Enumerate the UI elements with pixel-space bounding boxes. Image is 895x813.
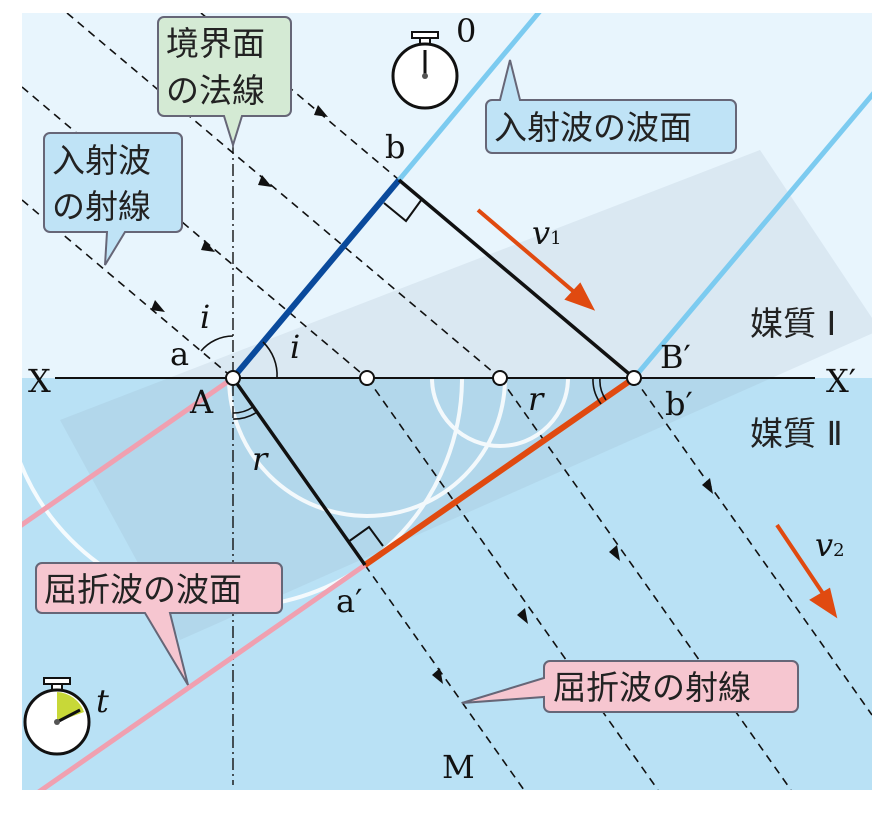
angle-label-i-front: i [290,328,300,366]
segment-bB [397,178,636,380]
angle-label-r-front: r [528,380,545,418]
incident-wavefront-at-B [632,91,872,380]
label-b: b [385,128,405,166]
refracted-wavefront-lower [37,562,367,790]
watermark [60,150,872,640]
label-X-prime: X′ [826,362,856,400]
svg-text:入射波の波面: 入射波の波面 [494,108,692,147]
incident-wavefront-upper [397,13,542,182]
angle-label-i-normal: i [200,298,210,336]
label-medium-2: 媒質 Ⅱ [750,414,843,453]
right-angle-mark-a [347,525,384,547]
velocity-arrow-v2 [775,523,828,600]
callout-refracted-wavefront: 屈折波の波面 [35,562,283,686]
angle-label-r-normal: r [252,440,269,478]
svg-text:境界面: 境界面 [166,24,265,63]
label-b-prime: b′ [665,385,693,423]
svg-text:入射波: 入射波 [52,141,151,180]
stopwatch-end-label: t [96,682,109,720]
callout-incident-wavefront: 入射波の波面 [485,59,737,154]
label-B-prime: B′ [660,338,691,376]
refracted-rays [364,377,872,790]
callout-refracted-ray: 屈折波の射線 [461,660,799,713]
velocity-arrow-v1 [476,208,582,299]
label-v1: v1 [532,214,562,252]
svg-text:屈折波の射線: 屈折波の射線 [553,668,751,707]
label-M: M [442,748,475,786]
svg-text:の法線: の法線 [166,71,265,110]
incident-wavefront-Ab [230,178,402,380]
refracted-wavefront-at-A [22,375,235,528]
segment-Aa [231,376,367,567]
boundary-points [225,370,642,386]
callout-boundary-normal: 境界面 の法線 [157,16,292,149]
label-A: A [189,383,214,421]
label-a-prime: a′ [336,582,362,620]
right-angle-mark-b [383,198,423,223]
refracted-wavefront-aB [363,375,636,568]
callout-incident-ray: 入射波 の射線 [43,132,183,266]
ray-arrowheads [151,105,713,684]
label-X: X [28,362,51,400]
svg-text:の射線: の射線 [52,187,151,226]
stopwatch-start-icon [391,31,459,110]
label-a: a [170,335,189,373]
label-v2: v2 [815,526,845,564]
stopwatch-start-label: 0 [456,12,476,50]
stopwatch-end-icon [23,677,91,756]
svg-text:屈折波の波面: 屈折波の波面 [44,570,242,609]
label-medium-1: 媒質 Ⅰ [750,304,836,343]
